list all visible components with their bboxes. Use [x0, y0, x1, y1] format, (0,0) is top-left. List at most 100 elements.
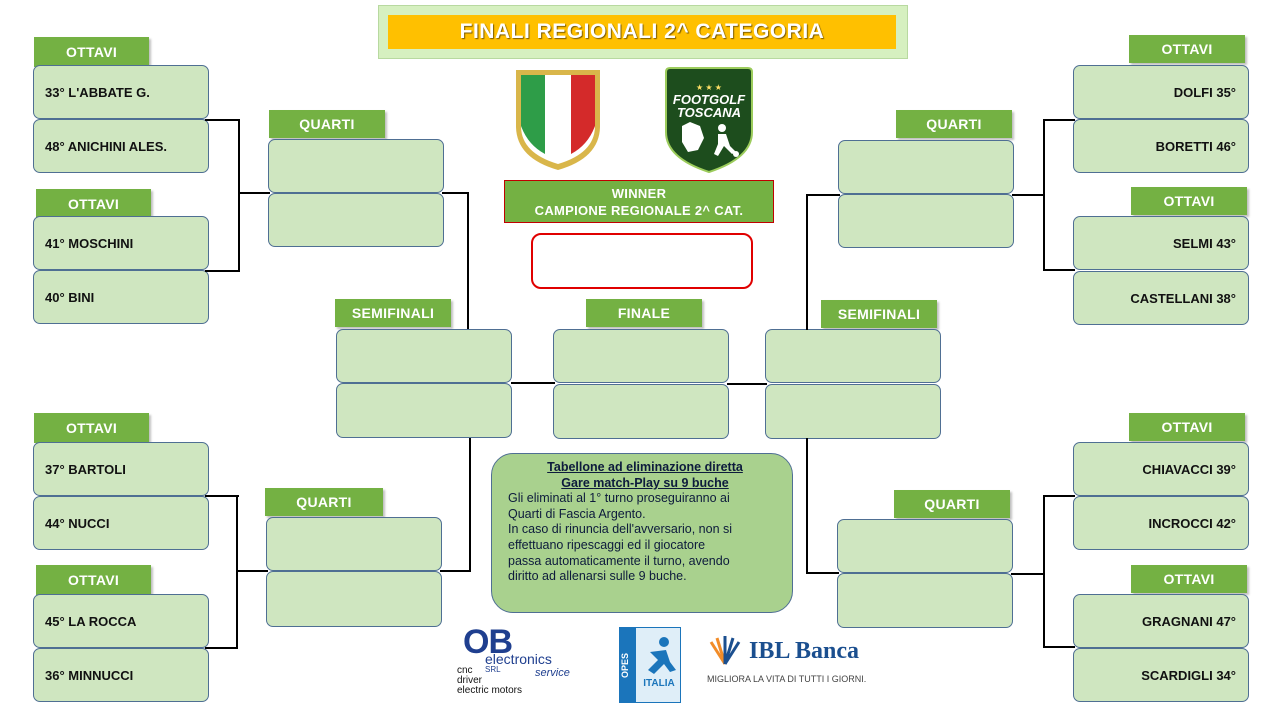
winner-line1: WINNER	[611, 186, 667, 201]
connector-line	[469, 438, 471, 572]
connector-line	[727, 383, 767, 385]
opes-name: OPES	[620, 628, 636, 702]
player-box-right-4[interactable]: CASTELLANI 38°	[1073, 271, 1249, 325]
rules-line: diritto ad allenarsi sulle 9 buche.	[508, 569, 687, 584]
footgolf-logo-line2: TOSCANA	[677, 105, 741, 120]
player-box-right-6[interactable]: INCROCCI 42°	[1073, 496, 1249, 550]
connector-line	[205, 270, 239, 272]
player-box-left-8[interactable]: 36° MINNUCCI	[33, 648, 209, 702]
ibl-banca-logo: IBL Banca MIGLIORA LA VITA DI TUTTI I GI…	[705, 636, 875, 692]
ottavi-label-right-1: OTTAVI	[1129, 35, 1245, 63]
ibl-slogan: MIGLIORA LA VITA DI TUTTI I GIORNI.	[707, 674, 867, 684]
ottavi-label-left-1: OTTAVI	[34, 37, 149, 67]
quarti-box-right-2[interactable]	[838, 194, 1014, 248]
connector-line	[511, 382, 555, 384]
quarti-box-left-1[interactable]	[268, 139, 444, 193]
ob-logo-item: electric motors	[457, 685, 523, 696]
connector-line	[1043, 119, 1075, 121]
connector-line	[1043, 646, 1075, 648]
ob-logo-sub3: service	[535, 667, 570, 679]
finale-box-1[interactable]	[553, 329, 729, 383]
connector-line	[1043, 269, 1075, 271]
quarti-label-right-top: QUARTI	[896, 110, 1012, 138]
player-box-right-8[interactable]: SCARDIGLI 34°	[1073, 648, 1249, 702]
quarti-label-left-bottom: QUARTI	[265, 488, 383, 516]
title-banner: FINALI REGIONALI 2^ CATEGORIA	[378, 5, 908, 59]
connector-line	[806, 194, 808, 330]
ob-electronics-logo: OB electronics SRL service cnc driver el…	[455, 623, 595, 699]
ob-logo-item: driver	[457, 675, 483, 686]
semifinali-box-left-1[interactable]	[336, 329, 512, 383]
semifinali-label-right: SEMIFINALI	[821, 300, 937, 328]
connector-line	[1012, 194, 1045, 196]
winner-box[interactable]	[531, 233, 753, 289]
player-box-left-7[interactable]: 45° LA ROCCA	[33, 594, 209, 648]
connector-line	[1043, 495, 1075, 497]
player-box-right-1[interactable]: DOLFI 35°	[1073, 65, 1249, 119]
rules-title-1: Tabellone ad eliminazione diretta	[547, 460, 743, 474]
connector-line	[442, 192, 469, 194]
quarti-box-left-4[interactable]	[266, 571, 442, 627]
connector-line	[205, 495, 239, 497]
winner-label: WINNER CAMPIONE REGIONALE 2^ CAT.	[504, 180, 774, 223]
rules-line: effettuano ripescaggi ed il giocatore	[508, 537, 706, 552]
player-box-right-5[interactable]: CHIAVACCI 39°	[1073, 442, 1249, 496]
connector-line	[236, 570, 268, 572]
opes-country: ITALIA	[643, 678, 675, 689]
rules-line: passa automaticamente il turno, avendo	[508, 553, 730, 568]
quarti-label-right-bottom: QUARTI	[894, 490, 1010, 518]
player-box-right-3[interactable]: SELMI 43°	[1073, 216, 1249, 270]
ottavi-label-left-4: OTTAVI	[36, 565, 151, 595]
quarti-box-left-2[interactable]	[268, 193, 444, 247]
connector-line	[1011, 573, 1045, 575]
semifinali-box-right-2[interactable]	[765, 384, 941, 439]
player-box-left-5[interactable]: 37° BARTOLI	[33, 442, 209, 496]
connector-line	[238, 119, 240, 272]
ottavi-label-left-2: OTTAVI	[36, 189, 151, 219]
quarti-box-right-3[interactable]	[837, 519, 1013, 573]
ottavi-label-left-3: OTTAVI	[34, 413, 149, 443]
ottavi-label-right-4: OTTAVI	[1131, 565, 1247, 593]
ob-logo-text: OB	[463, 623, 513, 661]
rules-line: Quarti di Fascia Argento.	[508, 506, 646, 521]
italy-shield-icon	[516, 70, 600, 170]
connector-line	[205, 119, 239, 121]
opes-italia-logo: OPES ITALIA	[619, 627, 681, 703]
semifinali-box-left-2[interactable]	[336, 383, 512, 438]
player-box-left-3[interactable]: 41° MOSCHINI	[33, 216, 209, 270]
ibl-name: IBL Banca	[749, 638, 860, 664]
quarti-label-left-top: QUARTI	[269, 110, 385, 138]
footgolf-toscana-logo: ★ ★ ★ FOOTGOLF TOSCANA	[665, 67, 753, 174]
connector-line	[806, 438, 808, 574]
quarti-box-right-4[interactable]	[837, 573, 1013, 628]
page-title: FINALI REGIONALI 2^ CATEGORIA	[388, 15, 896, 49]
player-box-left-2[interactable]: 48° ANICHINI ALES.	[33, 119, 209, 173]
ob-logo-sub2: SRL	[485, 665, 501, 674]
winner-line2: CAMPIONE REGIONALE 2^ CAT.	[534, 203, 744, 218]
ob-logo-item: cnc	[457, 665, 473, 676]
player-box-left-1[interactable]: 33° L'ABBATE G.	[33, 65, 209, 119]
footgolf-logo-line1: FOOTGOLF	[673, 92, 746, 107]
finale-box-2[interactable]	[553, 384, 729, 439]
player-box-left-6[interactable]: 44° NUCCI	[33, 496, 209, 550]
player-box-right-7[interactable]: GRAGNANI 47°	[1073, 594, 1249, 648]
connector-line	[1043, 495, 1045, 647]
ottavi-label-right-3: OTTAVI	[1129, 413, 1245, 441]
connector-line	[440, 570, 471, 572]
quarti-box-right-1[interactable]	[838, 140, 1014, 194]
connector-line	[808, 194, 840, 196]
ibl-fan-icon	[709, 636, 741, 665]
player-box-left-4[interactable]: 40° BINI	[33, 270, 209, 324]
connector-line	[238, 192, 270, 194]
semifinali-label-left: SEMIFINALI	[335, 299, 451, 327]
ob-logo-sub1: electronics	[485, 651, 552, 667]
rules-line: Gli eliminati al 1° turno proseguiranno …	[508, 491, 730, 506]
quarti-box-left-3[interactable]	[266, 517, 442, 571]
semifinali-box-right-1[interactable]	[765, 329, 941, 383]
player-box-right-2[interactable]: BORETTI 46°	[1073, 119, 1249, 173]
connector-line	[467, 192, 469, 329]
rules-line: In caso di rinuncia dell'avversario, non…	[508, 522, 733, 537]
svg-text:★ ★ ★: ★ ★ ★	[696, 83, 722, 92]
rules-info-box: Tabellone ad eliminazione diretta Gare m…	[491, 453, 793, 613]
connector-line	[205, 647, 238, 649]
